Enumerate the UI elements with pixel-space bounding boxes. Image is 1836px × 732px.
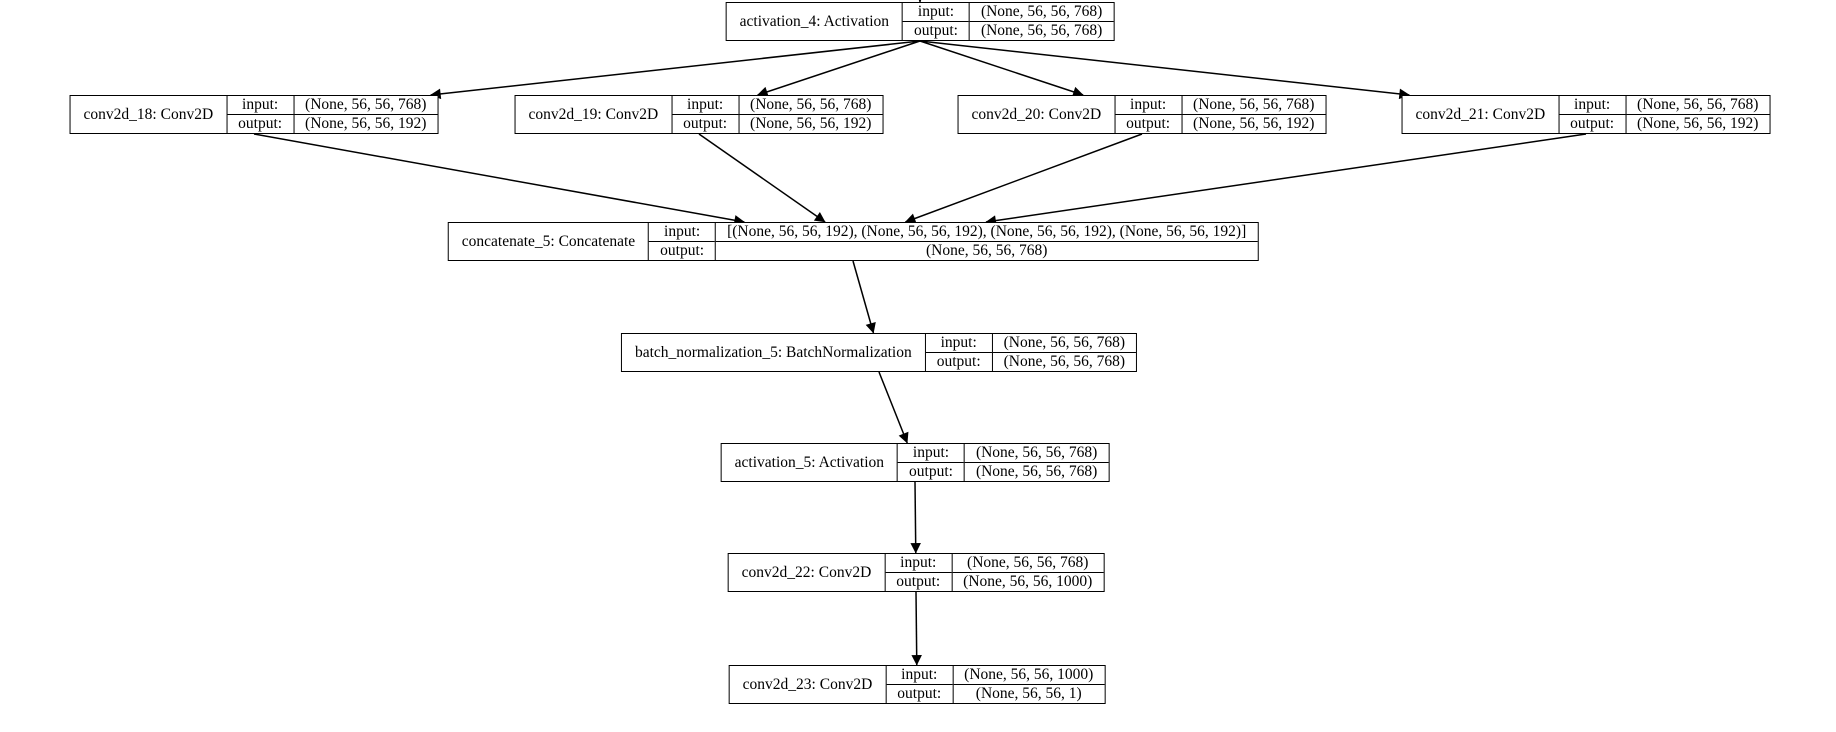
io-label-column: input:output: — [1558, 96, 1626, 133]
edge-conv2d_19-to-concatenate_5 — [698, 133, 826, 223]
edge-conv2d_21-to-concatenate_5 — [985, 133, 1587, 226]
output-label: output: — [227, 114, 294, 133]
shape-column: (None, 56, 56, 768)(None, 56, 56, 192) — [1625, 96, 1770, 133]
edge-activation_5-to-conv2d_22 — [910, 481, 921, 554]
output-shape: (None, 56, 56, 192) — [1626, 114, 1770, 133]
input-shape: (None, 56, 56, 768) — [1193, 96, 1315, 113]
output-shape: (None, 56, 56, 192) — [294, 114, 438, 133]
input-shape: (None, 56, 56, 1000) — [964, 666, 1094, 683]
node-label: activation_5: Activation — [734, 453, 885, 471]
node-label: batch_normalization_5: BatchNormalizatio… — [634, 343, 912, 361]
input-label: input: — [901, 666, 938, 683]
io-label-column: input:output: — [885, 666, 953, 703]
shape-column: [(None, 56, 56, 192), (None, 56, 56, 192… — [715, 223, 1258, 260]
input-label: input: — [1130, 96, 1167, 113]
node-batch_normalization_5: batch_normalization_5: BatchNormalizatio… — [620, 333, 1138, 372]
node-label: conv2d_20: Conv2D — [971, 105, 1102, 123]
output-shape: (None, 56, 56, 192) — [1182, 114, 1326, 133]
edge-activation_4-to-conv2d_20 — [919, 40, 1084, 97]
io-label-column: input:output: — [226, 96, 294, 133]
input-shape: (None, 56, 56, 768) — [750, 96, 872, 113]
output-label: output: — [903, 21, 969, 40]
shape-column: (None, 56, 56, 768)(None, 56, 56, 768) — [991, 334, 1137, 371]
input-label: input: — [242, 96, 279, 113]
output-shape: (None, 56, 56, 768) — [969, 21, 1114, 40]
input-label: input: — [900, 554, 937, 571]
node-label: conv2d_18: Conv2D — [83, 105, 214, 123]
output-label: output: — [885, 572, 952, 591]
io-label-column: input:output: — [671, 96, 739, 133]
input-shape: (None, 56, 56, 768) — [975, 444, 1098, 461]
input-label: input: — [664, 223, 701, 240]
shape-column: (None, 56, 56, 768)(None, 56, 56, 768) — [968, 3, 1114, 40]
node-label: concatenate_5: Concatenate — [461, 232, 636, 250]
shape-column: (None, 56, 56, 768)(None, 56, 56, 768) — [963, 444, 1109, 481]
edge-conv2d_20-to-concatenate_5 — [904, 133, 1143, 224]
io-label-column: input:output: — [648, 223, 716, 260]
input-shape: (None, 56, 56, 768) — [1637, 96, 1759, 113]
input-shape: (None, 56, 56, 768) — [967, 554, 1089, 571]
shape-column: (None, 56, 56, 1000)(None, 56, 56, 1) — [952, 666, 1105, 703]
output-shape: (None, 56, 56, 1) — [953, 684, 1105, 703]
output-label: output: — [925, 352, 992, 371]
output-label: output: — [1559, 114, 1626, 133]
edge-conv2d_22-to-conv2d_23 — [911, 591, 922, 666]
output-label: output: — [1115, 114, 1182, 133]
shape-column: (None, 56, 56, 768)(None, 56, 56, 192) — [293, 96, 438, 133]
edge-batch_normalization_5-to-activation_5 — [878, 371, 909, 444]
output-label: output: — [649, 241, 716, 260]
output-shape: (None, 56, 56, 1000) — [952, 572, 1104, 591]
input-label: input: — [940, 334, 977, 351]
node-label: conv2d_19: Conv2D — [528, 105, 659, 123]
io-label-column: input:output: — [897, 444, 964, 481]
io-label-column: input:output: — [902, 3, 969, 40]
edge-activation_4-to-conv2d_21 — [919, 40, 1410, 100]
edge-activation_4-to-conv2d_19 — [757, 40, 921, 97]
input-label: input: — [917, 3, 955, 20]
edge-activation_4-to-conv2d_18 — [430, 40, 921, 100]
input-shape: (None, 56, 56, 768) — [980, 3, 1103, 20]
input-shape: (None, 56, 56, 768) — [1003, 334, 1126, 351]
output-shape: (None, 56, 56, 768) — [716, 241, 1258, 260]
output-label: output: — [886, 684, 953, 703]
input-shape: (None, 56, 56, 768) — [305, 96, 427, 113]
io-label-column: input:output: — [1114, 96, 1182, 133]
input-shape: [(None, 56, 56, 192), (None, 56, 56, 192… — [727, 223, 1247, 240]
shape-column: (None, 56, 56, 768)(None, 56, 56, 192) — [738, 96, 883, 133]
output-label: output: — [898, 462, 964, 481]
output-label: output: — [672, 114, 739, 133]
output-shape: (None, 56, 56, 768) — [964, 462, 1109, 481]
node-label: conv2d_21: Conv2D — [1415, 105, 1546, 123]
node-label: conv2d_22: Conv2D — [741, 563, 872, 581]
node-concatenate_5: concatenate_5: Concatenate input:output: [… — [447, 222, 1259, 261]
input-label: input: — [687, 96, 724, 113]
input-label: input: — [912, 444, 950, 461]
node-label: activation_4: Activation — [739, 12, 890, 30]
edge-concatenate_5-to-batch_normalization_5 — [852, 260, 876, 334]
output-shape: (None, 56, 56, 192) — [739, 114, 883, 133]
shape-column: (None, 56, 56, 768)(None, 56, 56, 192) — [1181, 96, 1326, 133]
edge-conv2d_18-to-concatenate_5 — [253, 133, 745, 226]
node-label: conv2d_23: Conv2D — [742, 675, 873, 693]
shape-column: (None, 56, 56, 768)(None, 56, 56, 1000) — [951, 554, 1104, 591]
io-label-column: input:output: — [924, 334, 992, 371]
io-label-column: input:output: — [884, 554, 952, 591]
input-label: input: — [1574, 96, 1611, 113]
output-shape: (None, 56, 56, 768) — [992, 352, 1137, 371]
